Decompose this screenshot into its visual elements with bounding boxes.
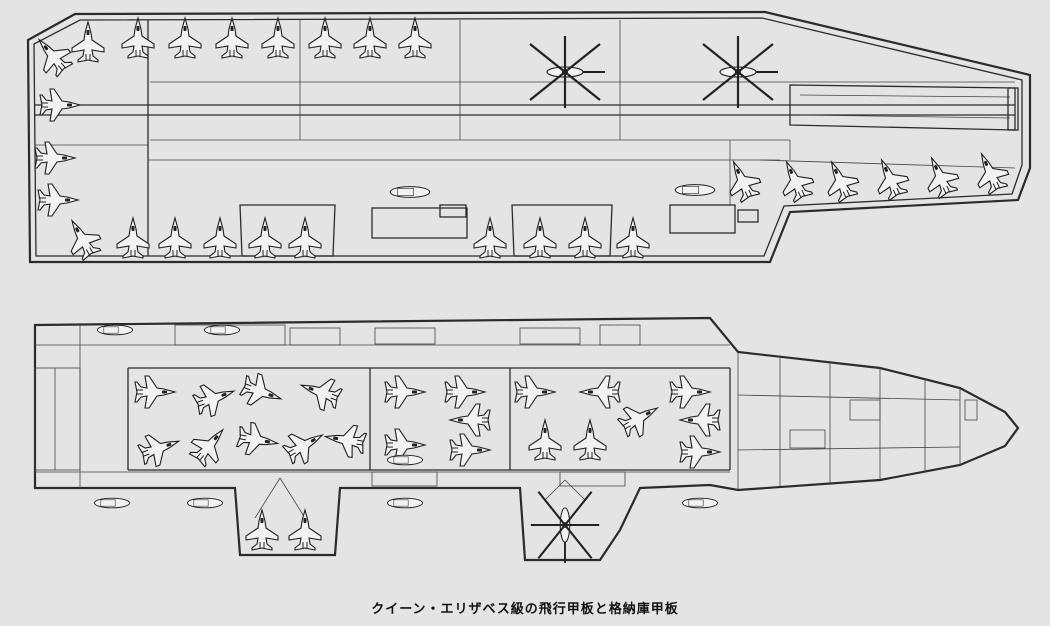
f35-aircraft-icon bbox=[34, 141, 76, 175]
f35-aircraft-icon bbox=[134, 375, 176, 409]
f35-aircraft-icon bbox=[669, 375, 711, 409]
f35-aircraft-icon bbox=[288, 217, 322, 259]
hangar-compartment bbox=[371, 471, 438, 487]
f35-aircraft-icon bbox=[37, 183, 79, 217]
hangar-compartment bbox=[289, 327, 341, 346]
hangar-compartment bbox=[964, 399, 978, 421]
f35-aircraft-icon bbox=[288, 509, 322, 551]
f35-aircraft-icon bbox=[237, 369, 287, 415]
f35-aircraft-icon bbox=[215, 17, 249, 59]
hangar-vehicle-icon bbox=[93, 497, 131, 509]
f35-aircraft-icon bbox=[679, 403, 721, 437]
f35-aircraft-icon bbox=[679, 435, 721, 469]
f35-aircraft-icon bbox=[135, 425, 185, 471]
hangar-vehicle-icon bbox=[186, 497, 224, 509]
hangar-deck-aircraft bbox=[93, 324, 721, 565]
f35-aircraft-icon bbox=[528, 419, 562, 461]
hangar-line bbox=[279, 477, 306, 519]
f35-aircraft-icon bbox=[579, 375, 621, 409]
deck-vehicle-icon bbox=[674, 184, 716, 196]
flight-deck-outline bbox=[26, 10, 1032, 264]
ramp-end bbox=[1007, 87, 1019, 131]
f35-aircraft-icon bbox=[866, 152, 914, 204]
island-fwd bbox=[669, 204, 736, 234]
hangar-line bbox=[254, 477, 281, 519]
diagram-caption: クイーン・エリザベス級の飛行甲板と格納庫甲板 bbox=[371, 602, 679, 617]
f35-aircraft-icon bbox=[573, 419, 607, 461]
f35-aircraft-icon bbox=[184, 418, 236, 472]
deck-line bbox=[799, 114, 1011, 119]
hangar-compartment bbox=[789, 429, 826, 449]
hangar-line bbox=[544, 479, 566, 501]
hangar-vehicle-icon bbox=[386, 454, 424, 466]
f35-aircraft-icon bbox=[614, 393, 666, 443]
deck-line bbox=[759, 159, 1016, 169]
f35-aircraft-icon bbox=[568, 217, 602, 259]
deck-vehicle-icon bbox=[389, 186, 431, 198]
island-fwd-block bbox=[737, 209, 759, 223]
f35-aircraft-icon bbox=[449, 433, 491, 467]
ski-jump-ramp bbox=[789, 84, 1016, 131]
f35-aircraft-icon bbox=[771, 154, 819, 206]
f35-aircraft-icon bbox=[190, 375, 240, 421]
hangar-compartment bbox=[34, 367, 81, 471]
f35-aircraft-icon bbox=[966, 146, 1014, 198]
aircraft-lift-aft bbox=[239, 204, 336, 257]
hangar-line bbox=[564, 479, 586, 501]
hangar-line bbox=[737, 394, 961, 401]
hangar-compartment bbox=[374, 327, 436, 345]
f35-aircraft-icon bbox=[234, 420, 282, 460]
f35-aircraft-icon bbox=[203, 217, 237, 259]
f35-aircraft-icon bbox=[353, 17, 387, 59]
f35-aircraft-icon bbox=[39, 88, 81, 122]
f35-aircraft-icon bbox=[248, 217, 282, 259]
aircraft-lift-fwd bbox=[511, 204, 613, 257]
f35-aircraft-icon bbox=[523, 217, 557, 259]
flight-deck bbox=[26, 10, 1032, 264]
f35-aircraft-icon bbox=[444, 375, 486, 409]
f35-aircraft-icon bbox=[398, 17, 432, 59]
f35-aircraft-icon bbox=[116, 217, 150, 259]
f35-aircraft-icon bbox=[718, 154, 766, 206]
flight-deck-aircraft bbox=[26, 17, 1014, 264]
hangar-compartment bbox=[599, 324, 641, 346]
f35-aircraft-icon bbox=[321, 420, 369, 460]
helicopter-icon bbox=[528, 34, 607, 110]
hangar-compartment bbox=[559, 471, 626, 487]
hangar-deck-outline bbox=[33, 316, 1020, 562]
hangar-compartment bbox=[174, 324, 286, 346]
f35-aircraft-icon bbox=[916, 150, 964, 202]
f35-aircraft-icon bbox=[245, 509, 279, 551]
f35-aircraft-icon bbox=[158, 217, 192, 259]
f35-aircraft-icon bbox=[279, 420, 331, 470]
f35-aircraft-icon bbox=[473, 217, 507, 259]
deck-line bbox=[799, 94, 1011, 98]
f35-aircraft-icon bbox=[514, 375, 556, 409]
hangar-line bbox=[737, 446, 961, 451]
hangar-compartment bbox=[849, 399, 881, 421]
island-aft bbox=[371, 207, 468, 239]
f35-aircraft-icon bbox=[121, 17, 155, 59]
helicopter-icon bbox=[529, 490, 601, 565]
f35-aircraft-icon bbox=[449, 403, 491, 437]
helicopter-icon bbox=[701, 34, 780, 110]
f35-aircraft-icon bbox=[261, 17, 295, 59]
hangar-deck bbox=[33, 316, 1020, 565]
hangar-vehicle-icon bbox=[203, 324, 241, 336]
f35-aircraft-icon bbox=[71, 21, 105, 63]
hangar-compartment bbox=[519, 327, 581, 345]
f35-aircraft-icon bbox=[616, 217, 650, 259]
f35-aircraft-icon bbox=[168, 17, 202, 59]
island-aft-block bbox=[439, 204, 467, 218]
f35-aircraft-icon bbox=[384, 375, 426, 409]
hangar-vehicle-icon bbox=[386, 497, 424, 509]
f35-aircraft-icon bbox=[308, 17, 342, 59]
f35-aircraft-icon bbox=[295, 369, 345, 415]
hangar-vehicle-icon bbox=[681, 497, 719, 509]
hangar-vehicle-icon bbox=[96, 324, 134, 336]
